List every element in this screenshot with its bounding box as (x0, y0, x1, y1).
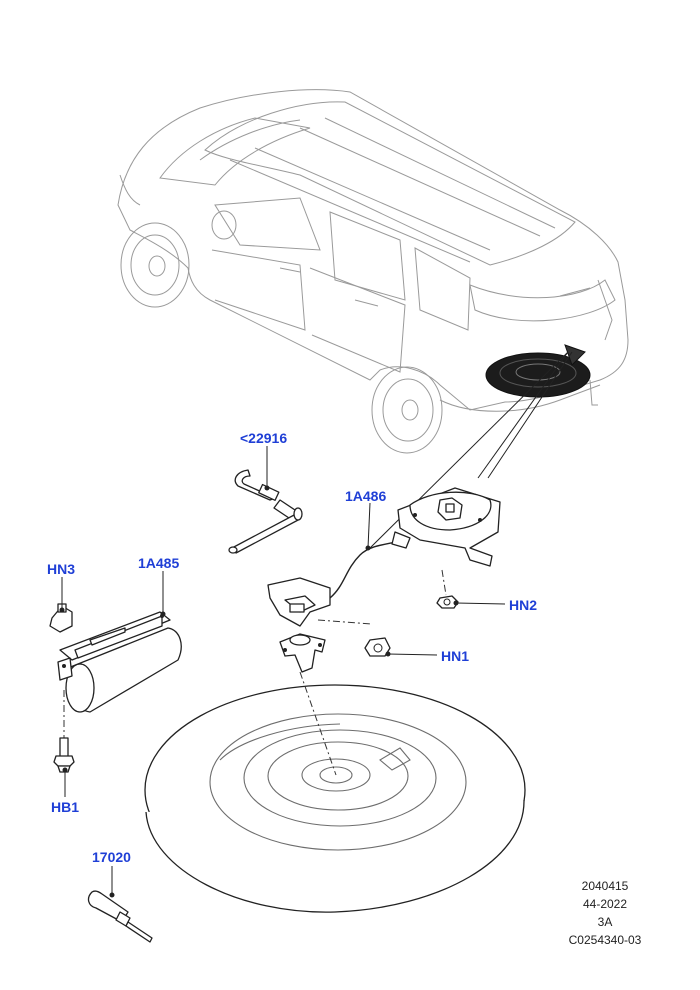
callout-hn1: HN1 (441, 648, 470, 664)
reference-line-3: 3A (597, 915, 613, 929)
reference-line-2: 44-2022 (582, 897, 628, 911)
jack-holder-part (57, 611, 182, 713)
screwdriver-part (87, 890, 153, 943)
spare-tyre-part (144, 671, 526, 913)
reference-line-1: 2040415 (581, 879, 629, 893)
nut-hn2-part (436, 569, 459, 609)
callout-22916: <22916 (240, 430, 288, 446)
reference-line-4: C0254340-03 (568, 933, 642, 947)
callout-hn3: HN3 (47, 561, 76, 577)
nut-hn1-part (317, 619, 391, 657)
winch-assembly-part (267, 487, 501, 673)
callout-1a485: 1A485 (138, 555, 180, 571)
callout-17020: 17020 (92, 849, 131, 865)
vehicle-illustration (117, 89, 629, 549)
callout-leaders (59, 446, 506, 898)
wheel-brace-part (228, 469, 303, 554)
callout-hn2: HN2 (509, 597, 538, 613)
callout-1a486: 1A486 (345, 488, 387, 504)
callout-hb1: HB1 (51, 799, 80, 815)
